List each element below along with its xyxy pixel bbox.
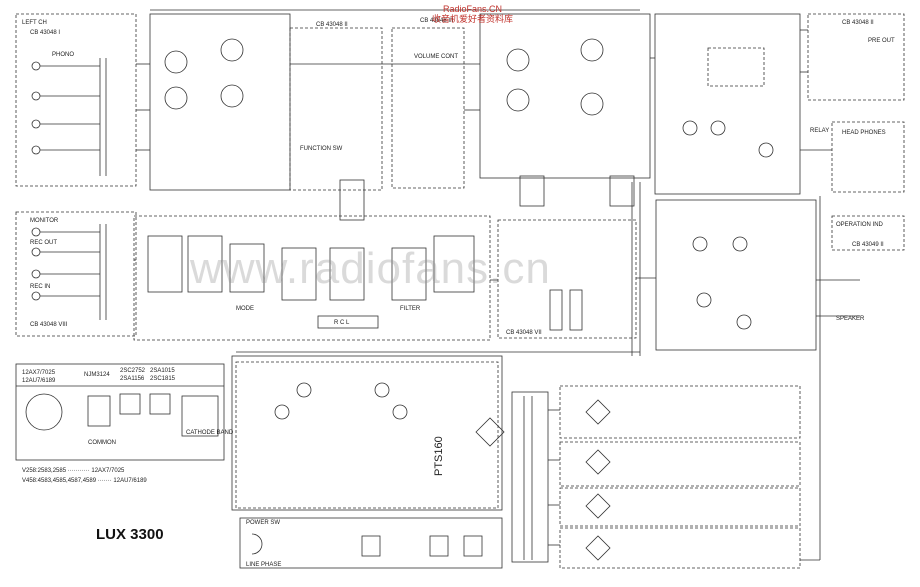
volume-cont-label: VOLUME CONT (414, 54, 458, 60)
phono-input-frame (15, 13, 137, 187)
operation-ind-label: OPERATION IND (836, 222, 884, 228)
block-labels: LEFT CH CB 43048 I PHONO CB 43048 II FUN… (22, 18, 895, 568)
legend-text: 12AX7/7025 12AU7/6189 NJM3124 2SC2752 2S… (22, 368, 176, 484)
rec-in-label: REC IN (30, 284, 50, 290)
transformer-frame (511, 391, 549, 563)
phono-jacks (31, 58, 107, 176)
relay-label: RELAY (810, 128, 829, 134)
monitor-jacks (31, 224, 107, 320)
power-board-label: CB 43049 II (852, 242, 884, 248)
output-frame (654, 13, 801, 195)
function-sw-label: FUNCTION SW (300, 146, 343, 152)
power-jumpers (251, 533, 483, 557)
power-sw-label: POWER SW (246, 520, 280, 526)
page-title: LUX 3300 (96, 526, 164, 543)
monitor-input-frame (15, 211, 137, 337)
legend-frame (15, 363, 225, 461)
output-transistors (682, 120, 774, 330)
phono-board-label: CB 43048 I (30, 30, 60, 36)
legend-tube-1: 12AX7/7025 (22, 370, 56, 376)
pre-out-label: PRE OUT (868, 38, 895, 44)
left-ch-label: LEFT CH (22, 20, 47, 26)
watermark-mid: www.radiofans.cn (190, 244, 551, 293)
watermark-top: RadioFans.CN 收音机爱好者资料库 (432, 4, 513, 24)
power-supply-frame (231, 355, 503, 511)
rcl-label: R C L (334, 320, 350, 326)
filter-label: FILTER (400, 306, 421, 312)
legend-tube-2: 12AU7/6189 (22, 378, 56, 384)
tube-v4501 (506, 38, 604, 116)
watermark-top-line-1: RadioFans.CN (442, 4, 503, 14)
line-phase-label: LINE PHASE (246, 562, 281, 568)
head-phones-label: HEAD PHONES (842, 130, 886, 136)
legend-part-2: 2SA1156 (120, 376, 145, 382)
diode-bridges (475, 399, 611, 561)
legend-part-1: 2SC2752 (120, 368, 146, 374)
board-vii-frame (497, 219, 637, 339)
mode-switch-frame (133, 215, 491, 341)
legend-note-2: V458:4583,4585,4587,4589 ······· 12AU7/6… (22, 478, 147, 484)
tone-board-label: CB 43048 III (420, 18, 454, 24)
headphone-frame (831, 121, 905, 193)
legend-transistor: NJM3124 (84, 372, 110, 378)
rec-out-label: REC OUT (30, 240, 57, 246)
function-board-label: CB 43048 II (316, 22, 348, 28)
pre-out-board-label: CB 43048 II (842, 20, 874, 26)
function-switch-frame (289, 27, 383, 191)
connector-headers (339, 175, 635, 331)
legend-common: COMMON (88, 440, 116, 446)
legend-pinouts (16, 385, 224, 437)
pre-out-frame (807, 13, 905, 101)
watermark-top-line-2: 收音机爱好者资料库 (432, 14, 514, 24)
tube-v2501 (164, 38, 244, 110)
board-vii-label: CB 43048 VII (506, 330, 542, 336)
cathode-band-label: CATHODE BAND (186, 430, 234, 436)
mode-label: MODE (236, 306, 254, 312)
switch-modules (147, 235, 475, 329)
power-switch-frame (239, 517, 503, 569)
supply-transistors (274, 382, 408, 420)
legend-part-b1: 2SA1015 (150, 368, 175, 374)
monitor-label: MONITOR (30, 218, 59, 224)
line-amp-frame (479, 13, 651, 179)
phono-label: PHONO (52, 52, 74, 58)
legend-part-b2: 2SC1815 (150, 376, 176, 382)
transformer-coils (523, 396, 533, 560)
pts-label: PTS160 (433, 436, 445, 476)
legend-note-1: V258:2583,2585 ··········· 12AX7/7025 (22, 468, 125, 474)
phono-eq-frame (149, 13, 291, 191)
board-viii-label: CB 43048 VIII (30, 322, 68, 328)
tone-frame (391, 27, 465, 189)
main-amp-frame (655, 199, 817, 351)
speaker-label: SPEAKER (836, 316, 865, 322)
